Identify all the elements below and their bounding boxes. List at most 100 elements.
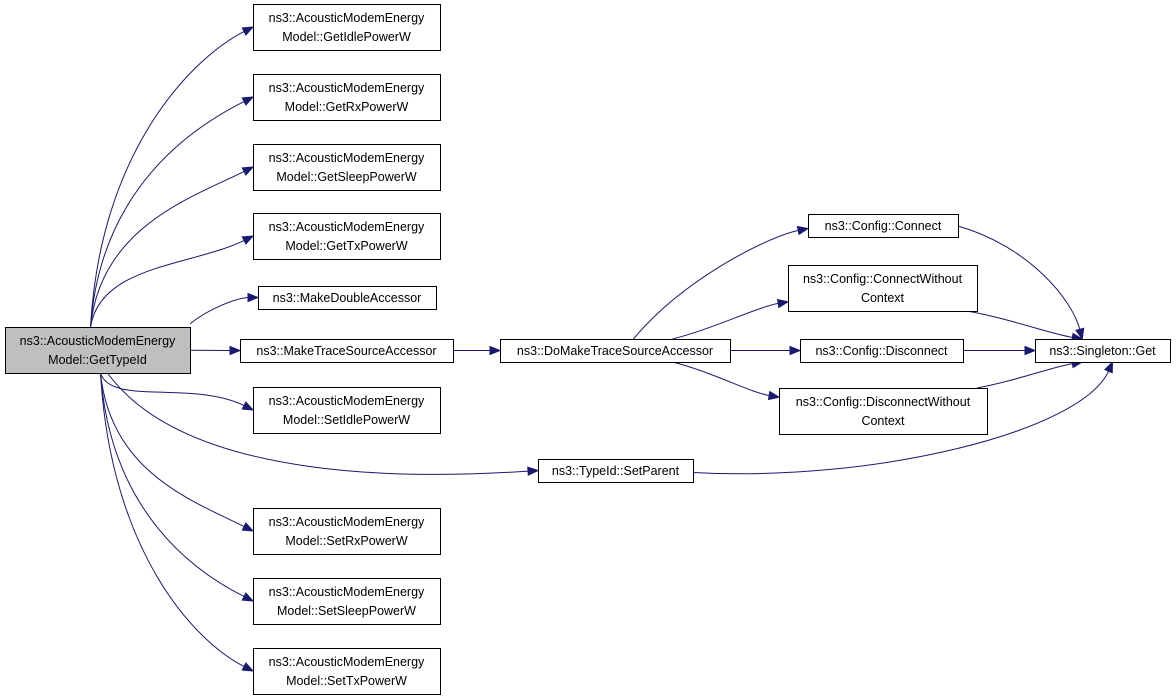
node-label-line: ns3::Config::DisconnectWithout: [796, 395, 971, 409]
edge-line: [189, 297, 250, 325]
edge-line: [976, 362, 1074, 389]
node-box: [808, 214, 959, 238]
edge-line: [966, 310, 1074, 339]
node-makedouble[interactable]: ns3::MakeDoubleAccessor: [258, 286, 437, 310]
node-box: [253, 508, 441, 555]
edge-domaketrace-to-connectwc: [672, 298, 790, 340]
node-getidle[interactable]: ns3::AcousticModemEnergyModel::GetIdlePo…: [253, 4, 441, 51]
node-domaketrace[interactable]: ns3::DoMakeTraceSourceAccessor: [500, 339, 731, 363]
arrowhead-icon: [241, 662, 255, 672]
node-box: [538, 459, 694, 483]
node-getsleep[interactable]: ns3::AcousticModemEnergyModel::GetSleepP…: [253, 144, 441, 191]
arrowhead-icon: [796, 225, 810, 236]
edge-root-to-getidle: [90, 26, 255, 328]
node-label-line: ns3::AcousticModemEnergy: [269, 220, 425, 234]
arrowhead-icon: [489, 345, 502, 356]
node-setparent[interactable]: ns3::TypeId::SetParent: [538, 459, 694, 483]
node-box: [253, 578, 441, 625]
node-label-line: Model::SetRxPowerW: [285, 534, 407, 548]
node-getrx[interactable]: ns3::AcousticModemEnergyModel::GetRxPowe…: [253, 74, 441, 121]
node-settx[interactable]: ns3::AcousticModemEnergyModel::SetTxPowe…: [253, 648, 441, 695]
edge-line: [100, 372, 246, 668]
node-label-line: Model::SetIdlePowerW: [283, 413, 410, 427]
edge-line: [90, 239, 246, 328]
arrowhead-icon: [241, 592, 255, 602]
node-gettx[interactable]: ns3::AcousticModemEnergyModel::GetTxPowe…: [253, 213, 441, 260]
edge-disconnect-to-singleton: [963, 345, 1037, 356]
arrowhead-icon: [241, 401, 255, 411]
arrowhead-icon: [789, 345, 802, 356]
arrowhead-icon: [1024, 345, 1037, 356]
edge-line: [672, 302, 780, 340]
edge-root-to-maketrace: [189, 345, 242, 356]
node-label-line: ns3::AcousticModemEnergy: [269, 655, 425, 669]
node-maketrace[interactable]: ns3::MakeTraceSourceAccessor: [240, 339, 454, 363]
arrowhead-icon: [1075, 327, 1085, 341]
node-box: [253, 74, 441, 121]
arrowhead-icon: [1104, 360, 1114, 374]
arrowhead-icon: [241, 522, 255, 532]
node-label-line: ns3::AcousticModemEnergy: [269, 81, 425, 95]
node-label-line: ns3::MakeDoubleAccessor: [273, 291, 422, 305]
node-label-line: ns3::AcousticModemEnergy: [269, 515, 425, 529]
node-label-line: ns3::AcousticModemEnergy: [269, 394, 425, 408]
node-box: [788, 265, 978, 312]
node-label-line: Model::SetTxPowerW: [286, 674, 407, 688]
node-box: [253, 648, 441, 695]
node-label-line: ns3::MakeTraceSourceAccessor: [256, 344, 436, 358]
node-box: [1035, 339, 1171, 363]
nodes-layer: ns3::AcousticModemEnergyModel::GetTypeId…: [5, 4, 1171, 695]
node-setrx[interactable]: ns3::AcousticModemEnergyModel::SetRxPowe…: [253, 508, 441, 555]
edge-root-to-setrx: [100, 372, 255, 532]
node-disconnect[interactable]: ns3::Config::Disconnect: [800, 339, 964, 363]
edge-disconnectwc-to-singleton: [976, 359, 1084, 389]
node-connect[interactable]: ns3::Config::Connect: [808, 214, 959, 238]
edge-line: [100, 372, 246, 407]
edge-maketrace-to-domaketrace: [453, 345, 502, 356]
node-label-line: ns3::Singleton::Get: [1049, 344, 1156, 358]
node-label-line: Model::GetRxPowerW: [285, 100, 409, 114]
node-label-line: ns3::AcousticModemEnergy: [269, 585, 425, 599]
edge-root-to-getsleep: [90, 166, 255, 328]
arrowhead-icon: [776, 298, 790, 309]
edge-line: [90, 30, 246, 328]
node-box: [500, 339, 731, 363]
node-setsleep[interactable]: ns3::AcousticModemEnergyModel::SetSleepP…: [253, 578, 441, 625]
node-label-line: ns3::TypeId::SetParent: [552, 464, 680, 478]
node-label-line: Model::GetSleepPowerW: [276, 170, 417, 184]
node-box: [800, 339, 964, 363]
node-box: [258, 286, 437, 310]
edge-line: [90, 170, 246, 328]
edge-line: [633, 229, 800, 340]
node-label-line: ns3::AcousticModemEnergy: [269, 151, 425, 165]
edge-root-to-setparent: [107, 372, 540, 476]
arrowhead-icon: [767, 390, 781, 401]
node-label-line: ns3::AcousticModemEnergy: [20, 334, 176, 348]
node-label-line: ns3::Config::ConnectWithout: [803, 272, 963, 286]
edge-root-to-getrx: [90, 96, 255, 328]
edge-line: [100, 372, 246, 528]
arrowhead-icon: [241, 96, 255, 106]
node-label-line: Context: [861, 291, 905, 305]
edge-root-to-setsleep: [100, 372, 255, 602]
node-setidle[interactable]: ns3::AcousticModemEnergyModel::SetIdlePo…: [253, 387, 441, 434]
edge-setparent-to-singleton: [692, 360, 1114, 475]
edge-domaketrace-to-disconnectwc: [672, 361, 781, 401]
node-singleton[interactable]: ns3::Singleton::Get: [1035, 339, 1171, 363]
node-label-line: ns3::DoMakeTraceSourceAccessor: [517, 344, 713, 358]
edge-connect-to-singleton: [957, 225, 1085, 341]
node-label-line: Model::GetIdlePowerW: [282, 30, 411, 44]
edge-line: [692, 370, 1110, 475]
node-label-line: ns3::AcousticModemEnergy: [269, 11, 425, 25]
node-box: [5, 327, 191, 374]
arrowhead-icon: [241, 26, 255, 36]
edge-line: [957, 225, 1081, 331]
arrowhead-icon: [247, 292, 260, 303]
edge-domaketrace-to-disconnect: [730, 345, 802, 356]
node-box: [253, 4, 441, 51]
node-box: [779, 388, 988, 435]
